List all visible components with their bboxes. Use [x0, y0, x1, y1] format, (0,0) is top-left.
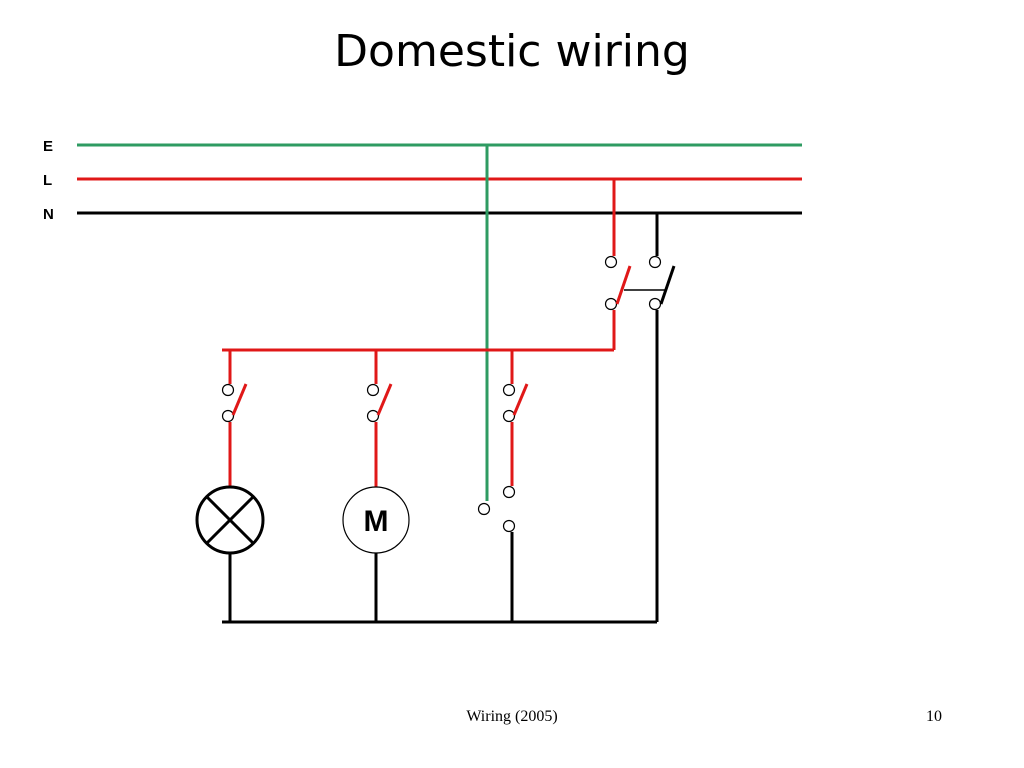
slide-title: Domestic wiring: [334, 26, 690, 77]
isolator-live-bottom-terminal: [604, 297, 618, 311]
socket-switch-top-terminal: [502, 383, 516, 397]
footer-text: Wiring (2005): [466, 708, 558, 725]
motor-switch-bottom-terminal: [366, 409, 380, 423]
socket-circuit: [477, 350, 529, 622]
lamp-cross-2: [205, 495, 255, 545]
motor-switch-contact: [376, 383, 393, 416]
isolator-neutral-contact: [659, 265, 676, 305]
motor-circuit: M: [342, 350, 410, 622]
main-isolator-switch: [604, 179, 676, 311]
lamp-switch-top-terminal: [221, 383, 235, 397]
socket-live-terminal: [502, 485, 516, 499]
socket-earth-terminal: [477, 502, 491, 516]
lamp-circuit: [195, 350, 265, 622]
earth-bus-label: E: [43, 138, 53, 155]
isolator-live-top-terminal: [604, 255, 618, 269]
live-bus-label: L: [43, 172, 52, 189]
lamp-switch-bottom-terminal: [221, 409, 235, 423]
isolator-neutral-bottom-terminal: [648, 297, 662, 311]
neutral-bus-label: N: [43, 206, 54, 223]
isolator-neutral-top-terminal: [648, 255, 662, 269]
motor-switch-top-terminal: [366, 383, 380, 397]
lamp-switch-contact: [231, 383, 248, 416]
isolator-live-contact: [615, 265, 632, 305]
socket-neutral-terminal: [502, 519, 516, 533]
socket-switch-contact: [512, 383, 529, 416]
socket-switch-bottom-terminal: [502, 409, 516, 423]
page-number: 10: [926, 708, 942, 725]
motor-label: M: [364, 505, 389, 538]
